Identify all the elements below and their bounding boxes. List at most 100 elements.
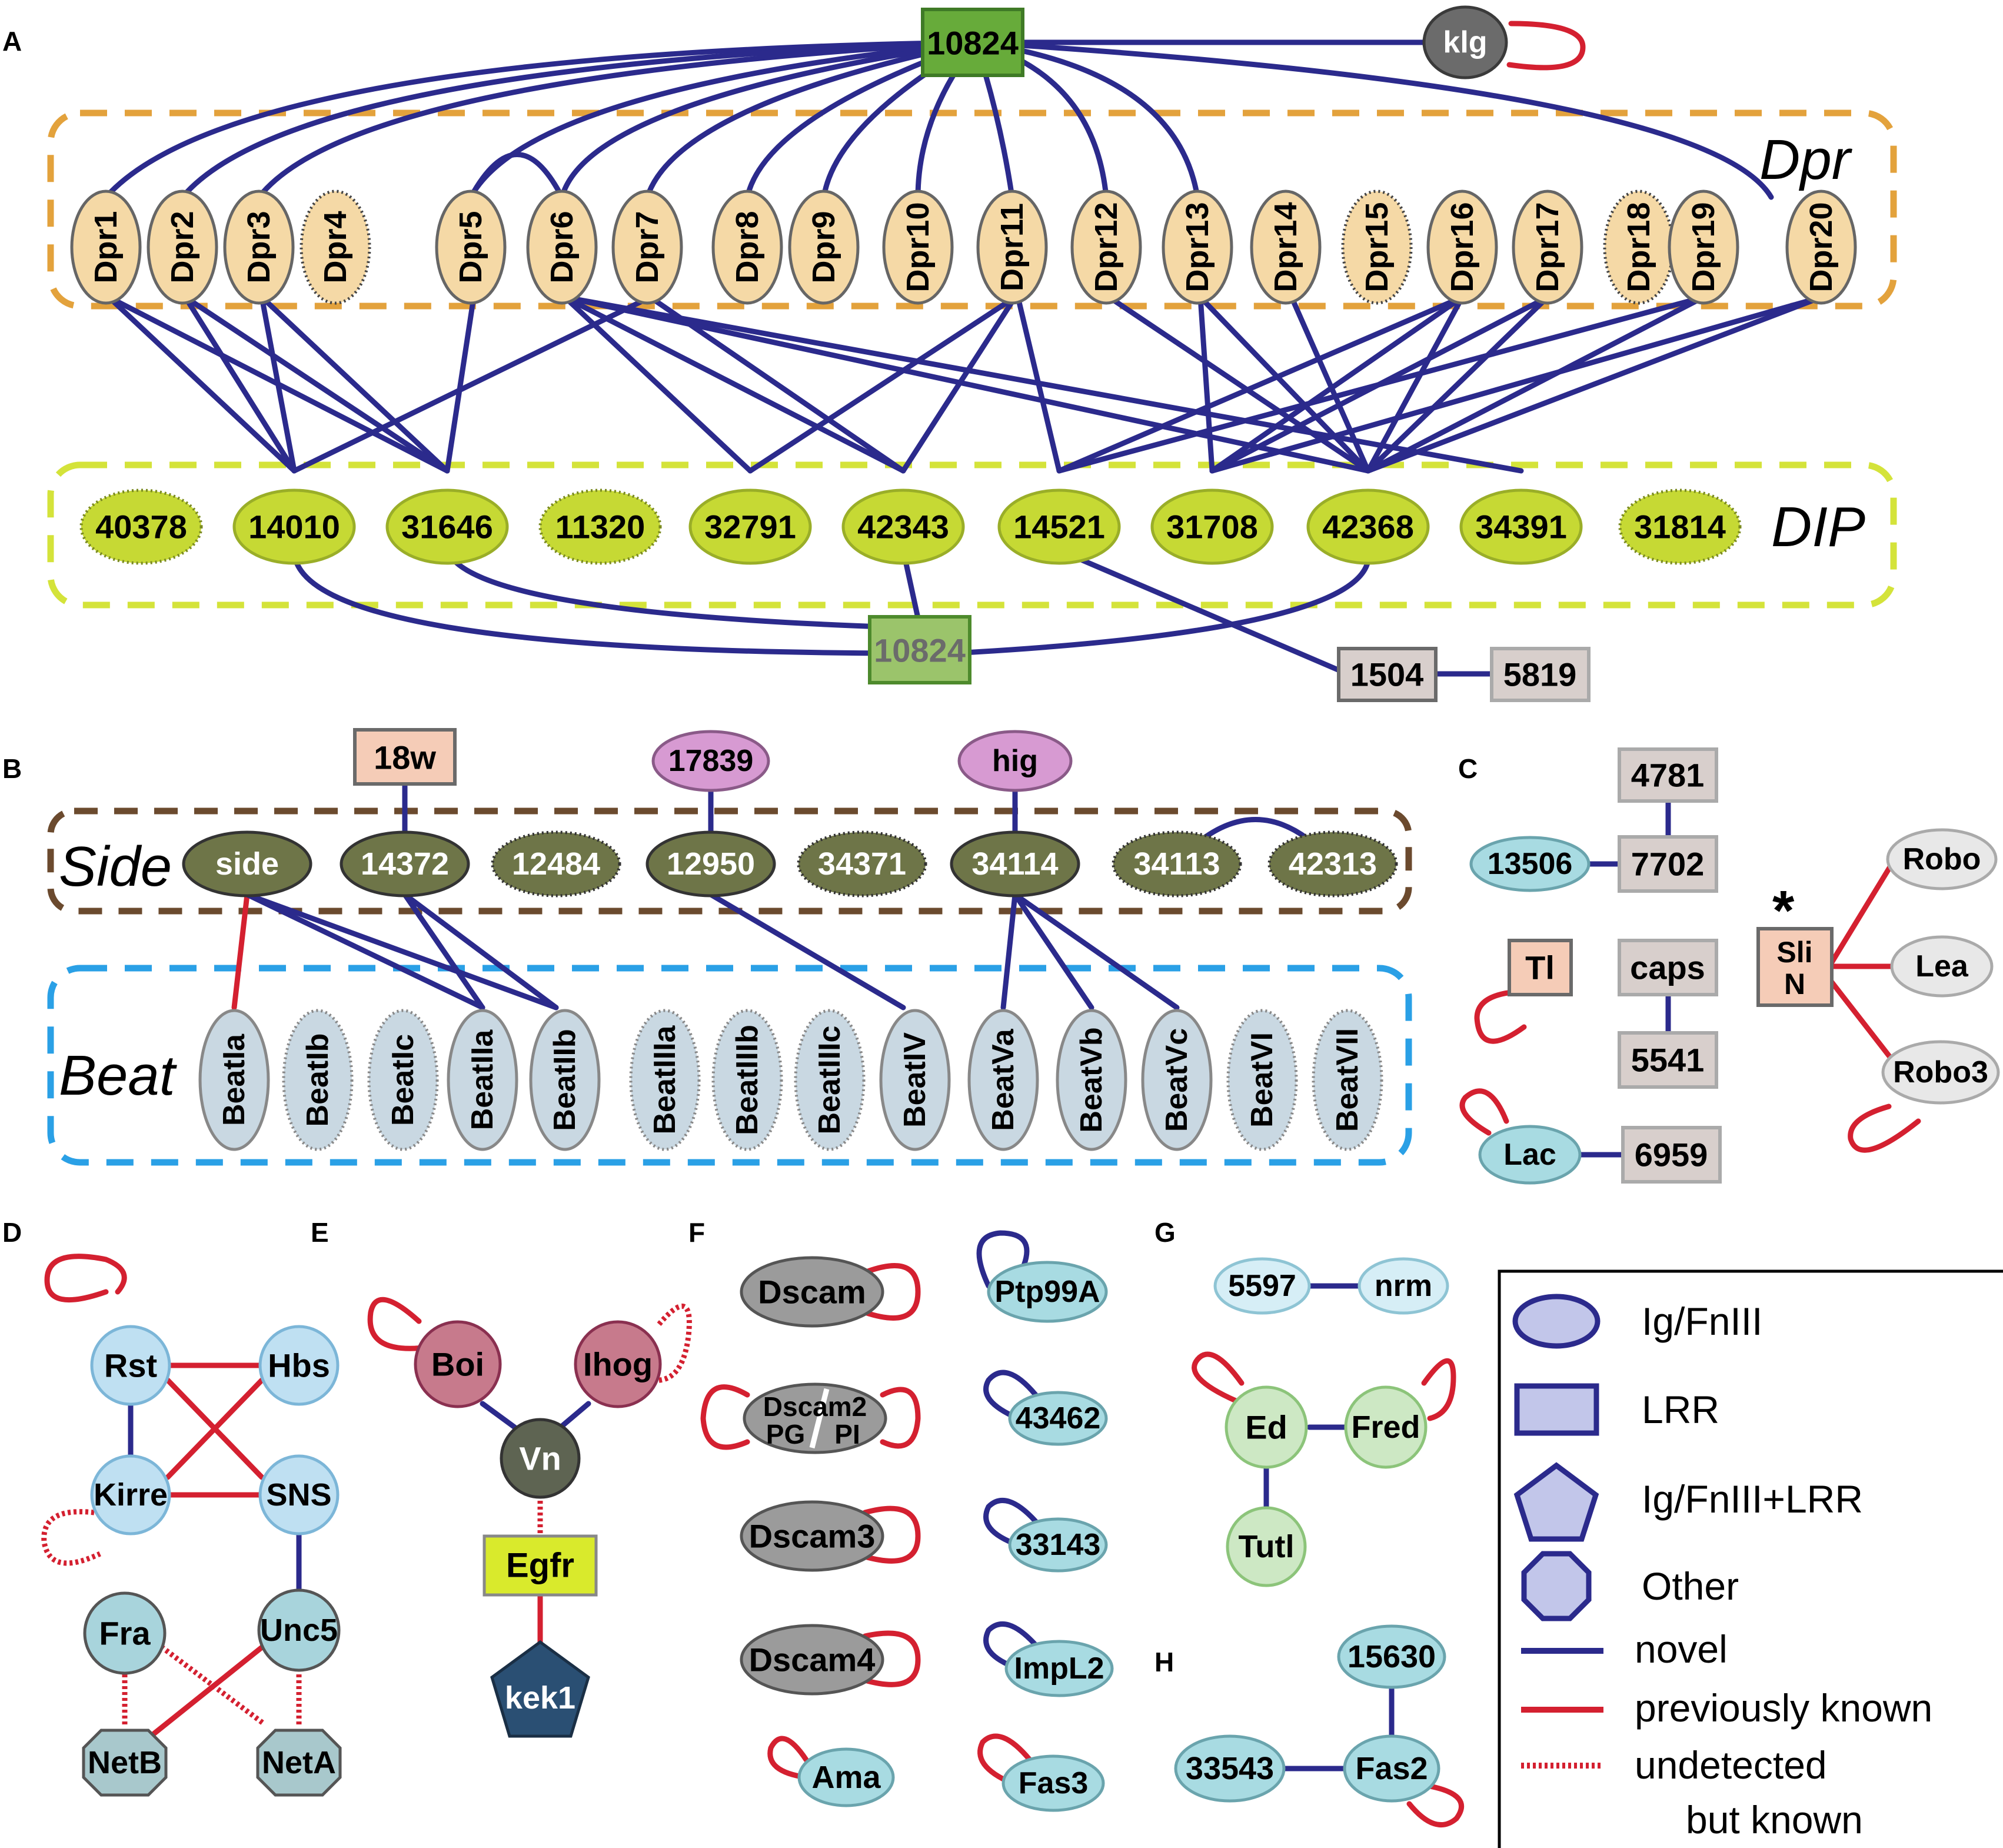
dpr-node-11: Dpr11 <box>976 190 1048 305</box>
side-node-14372: 14372 <box>340 830 470 898</box>
node-7702-label: 7702 <box>1631 846 1705 883</box>
side-node-12484: 12484 <box>491 830 621 898</box>
side-label-34113: 34113 <box>1133 846 1220 882</box>
dip-node-42368: 42368 <box>1306 488 1430 565</box>
beat-label-BeatIV: BeatIV <box>898 1032 932 1128</box>
node-kirre <box>90 1454 171 1535</box>
dpr-node-14: Dpr14 <box>1250 190 1322 305</box>
dpr-node-6: Dpr6 <box>526 190 598 305</box>
legend-lrr-icon <box>1514 1383 1599 1436</box>
node-6959 <box>1621 1126 1722 1184</box>
node-dscam3-label: Dscam3 <box>749 1518 876 1555</box>
side-node-42313: 42313 <box>1267 830 1398 898</box>
dpr-label-9: Dpr9 <box>806 211 841 283</box>
beat-node-BeatIb: BeatIb <box>282 1009 354 1151</box>
beat-label-BeatIc: BeatIc <box>386 1034 420 1126</box>
node-robo <box>1886 828 1998 890</box>
side-node-34371: 34371 <box>797 830 927 898</box>
node-5597 <box>1213 1257 1311 1315</box>
legend-iglrr-label: Ig/FnIII+LRR <box>1642 1477 1863 1521</box>
node-nrm-label: nrm <box>1375 1269 1432 1303</box>
panel-label-e: E <box>311 1217 329 1248</box>
dpr-label-4: Dpr4 <box>318 211 353 283</box>
node-hig <box>957 730 1073 792</box>
legend-ig-icon <box>1512 1294 1601 1349</box>
dpr-label-20: Dpr20 <box>1804 202 1839 292</box>
node-boi <box>414 1320 502 1408</box>
dip-node-11320: 11320 <box>538 488 662 565</box>
hub-10824-bottom-label: 10824 <box>874 632 966 669</box>
dpr-node-10: Dpr10 <box>882 190 954 305</box>
beat-node-BeatVc: BeatVc <box>1141 1009 1213 1151</box>
dpr-node-15: Dpr15 <box>1341 190 1413 305</box>
node-tutl-label: Tutl <box>1239 1529 1295 1564</box>
dpr-label-17: Dpr17 <box>1530 202 1565 292</box>
node-sli-label: Sli <box>1776 936 1812 969</box>
node-dscam <box>740 1256 884 1328</box>
panel-label-a: A <box>2 26 22 56</box>
panel-label-g: G <box>1154 1217 1176 1248</box>
beat-group-box <box>47 965 1412 1166</box>
beat-label-BeatIa: BeatIa <box>217 1033 251 1126</box>
klg-node <box>1422 5 1508 79</box>
hub-top-edges <box>103 39 1774 200</box>
panel-f-edges <box>700 1230 1039 1786</box>
node-vn <box>500 1418 581 1499</box>
beat-node-BeatVb: BeatVb <box>1056 1009 1127 1151</box>
dip-group-label: DIP <box>1771 496 1865 559</box>
legend-lrr-label: LRR <box>1642 1388 1719 1431</box>
legend: Ig/FnIII LRR Ig/FnIII+LRR Other novel pr… <box>1498 1269 2003 1848</box>
klg-self-loop <box>1506 21 1586 71</box>
node-dscam2 <box>743 1382 887 1454</box>
dpr-node-2: Dpr2 <box>147 190 218 305</box>
dpr-label-1: Dpr1 <box>88 211 124 283</box>
dpr-node-12: Dpr12 <box>1070 190 1142 305</box>
dpr-label-18: Dpr18 <box>1621 202 1656 292</box>
node-13506-label: 13506 <box>1488 847 1573 881</box>
side-node-12950: 12950 <box>646 830 776 898</box>
node-33143-label: 33143 <box>1016 1528 1101 1562</box>
node-tl-label: Tl <box>1525 949 1555 986</box>
beat-node-BeatIIIc: BeatIIIc <box>794 1009 866 1151</box>
node-5597-label: 5597 <box>1228 1269 1296 1303</box>
dip-label-40378: 40378 <box>95 508 187 546</box>
beat-node-BeatVII: BeatVII <box>1312 1009 1383 1151</box>
node-netb <box>82 1729 168 1797</box>
node-impl2-label: ImpL2 <box>1014 1651 1104 1686</box>
side-label-42313: 42313 <box>1289 846 1377 882</box>
node-33543 <box>1174 1734 1286 1803</box>
node-fas3 <box>1002 1754 1105 1812</box>
side-node-34113: 34113 <box>1112 830 1242 898</box>
legend-ig-label: Ig/FnIII <box>1642 1299 1762 1343</box>
dip-node-34391: 34391 <box>1459 488 1583 565</box>
node-4781-label: 4781 <box>1631 757 1705 794</box>
node-ptp99a <box>987 1261 1108 1323</box>
panel-label-f: F <box>688 1217 705 1248</box>
node-ama <box>797 1747 895 1807</box>
node-neta <box>256 1729 342 1797</box>
node-dscam4 <box>740 1624 884 1696</box>
panel-label-b: B <box>2 753 22 784</box>
node-robo-label: Robo <box>1903 842 1981 876</box>
beat-node-BeatVa: BeatVa <box>967 1009 1039 1151</box>
node-17839 <box>651 730 770 792</box>
dip-node-31646: 31646 <box>385 488 509 565</box>
dip-node-31708: 31708 <box>1150 488 1274 565</box>
side-label-14372: 14372 <box>361 846 449 882</box>
node-15630 <box>1337 1624 1446 1689</box>
dpr-label-10: Dpr10 <box>900 202 936 292</box>
dpr-label-7: Dpr7 <box>630 211 665 283</box>
dip-node-31814: 31814 <box>1618 488 1742 565</box>
dpr-label-8: Dpr8 <box>730 211 765 283</box>
beat-label-BeatVII: BeatVII <box>1330 1028 1365 1132</box>
dip-label-42368: 42368 <box>1322 508 1414 546</box>
dpr-node-19: Dpr19 <box>1668 190 1739 305</box>
node-5541-label: 5541 <box>1631 1042 1705 1079</box>
node-7702 <box>1618 835 1718 893</box>
node-tutl <box>1226 1506 1307 1587</box>
node-fas2-label: Fas2 <box>1355 1751 1428 1786</box>
node-17839-label: 17839 <box>668 744 754 778</box>
dpr-node-13: Dpr13 <box>1162 190 1233 305</box>
